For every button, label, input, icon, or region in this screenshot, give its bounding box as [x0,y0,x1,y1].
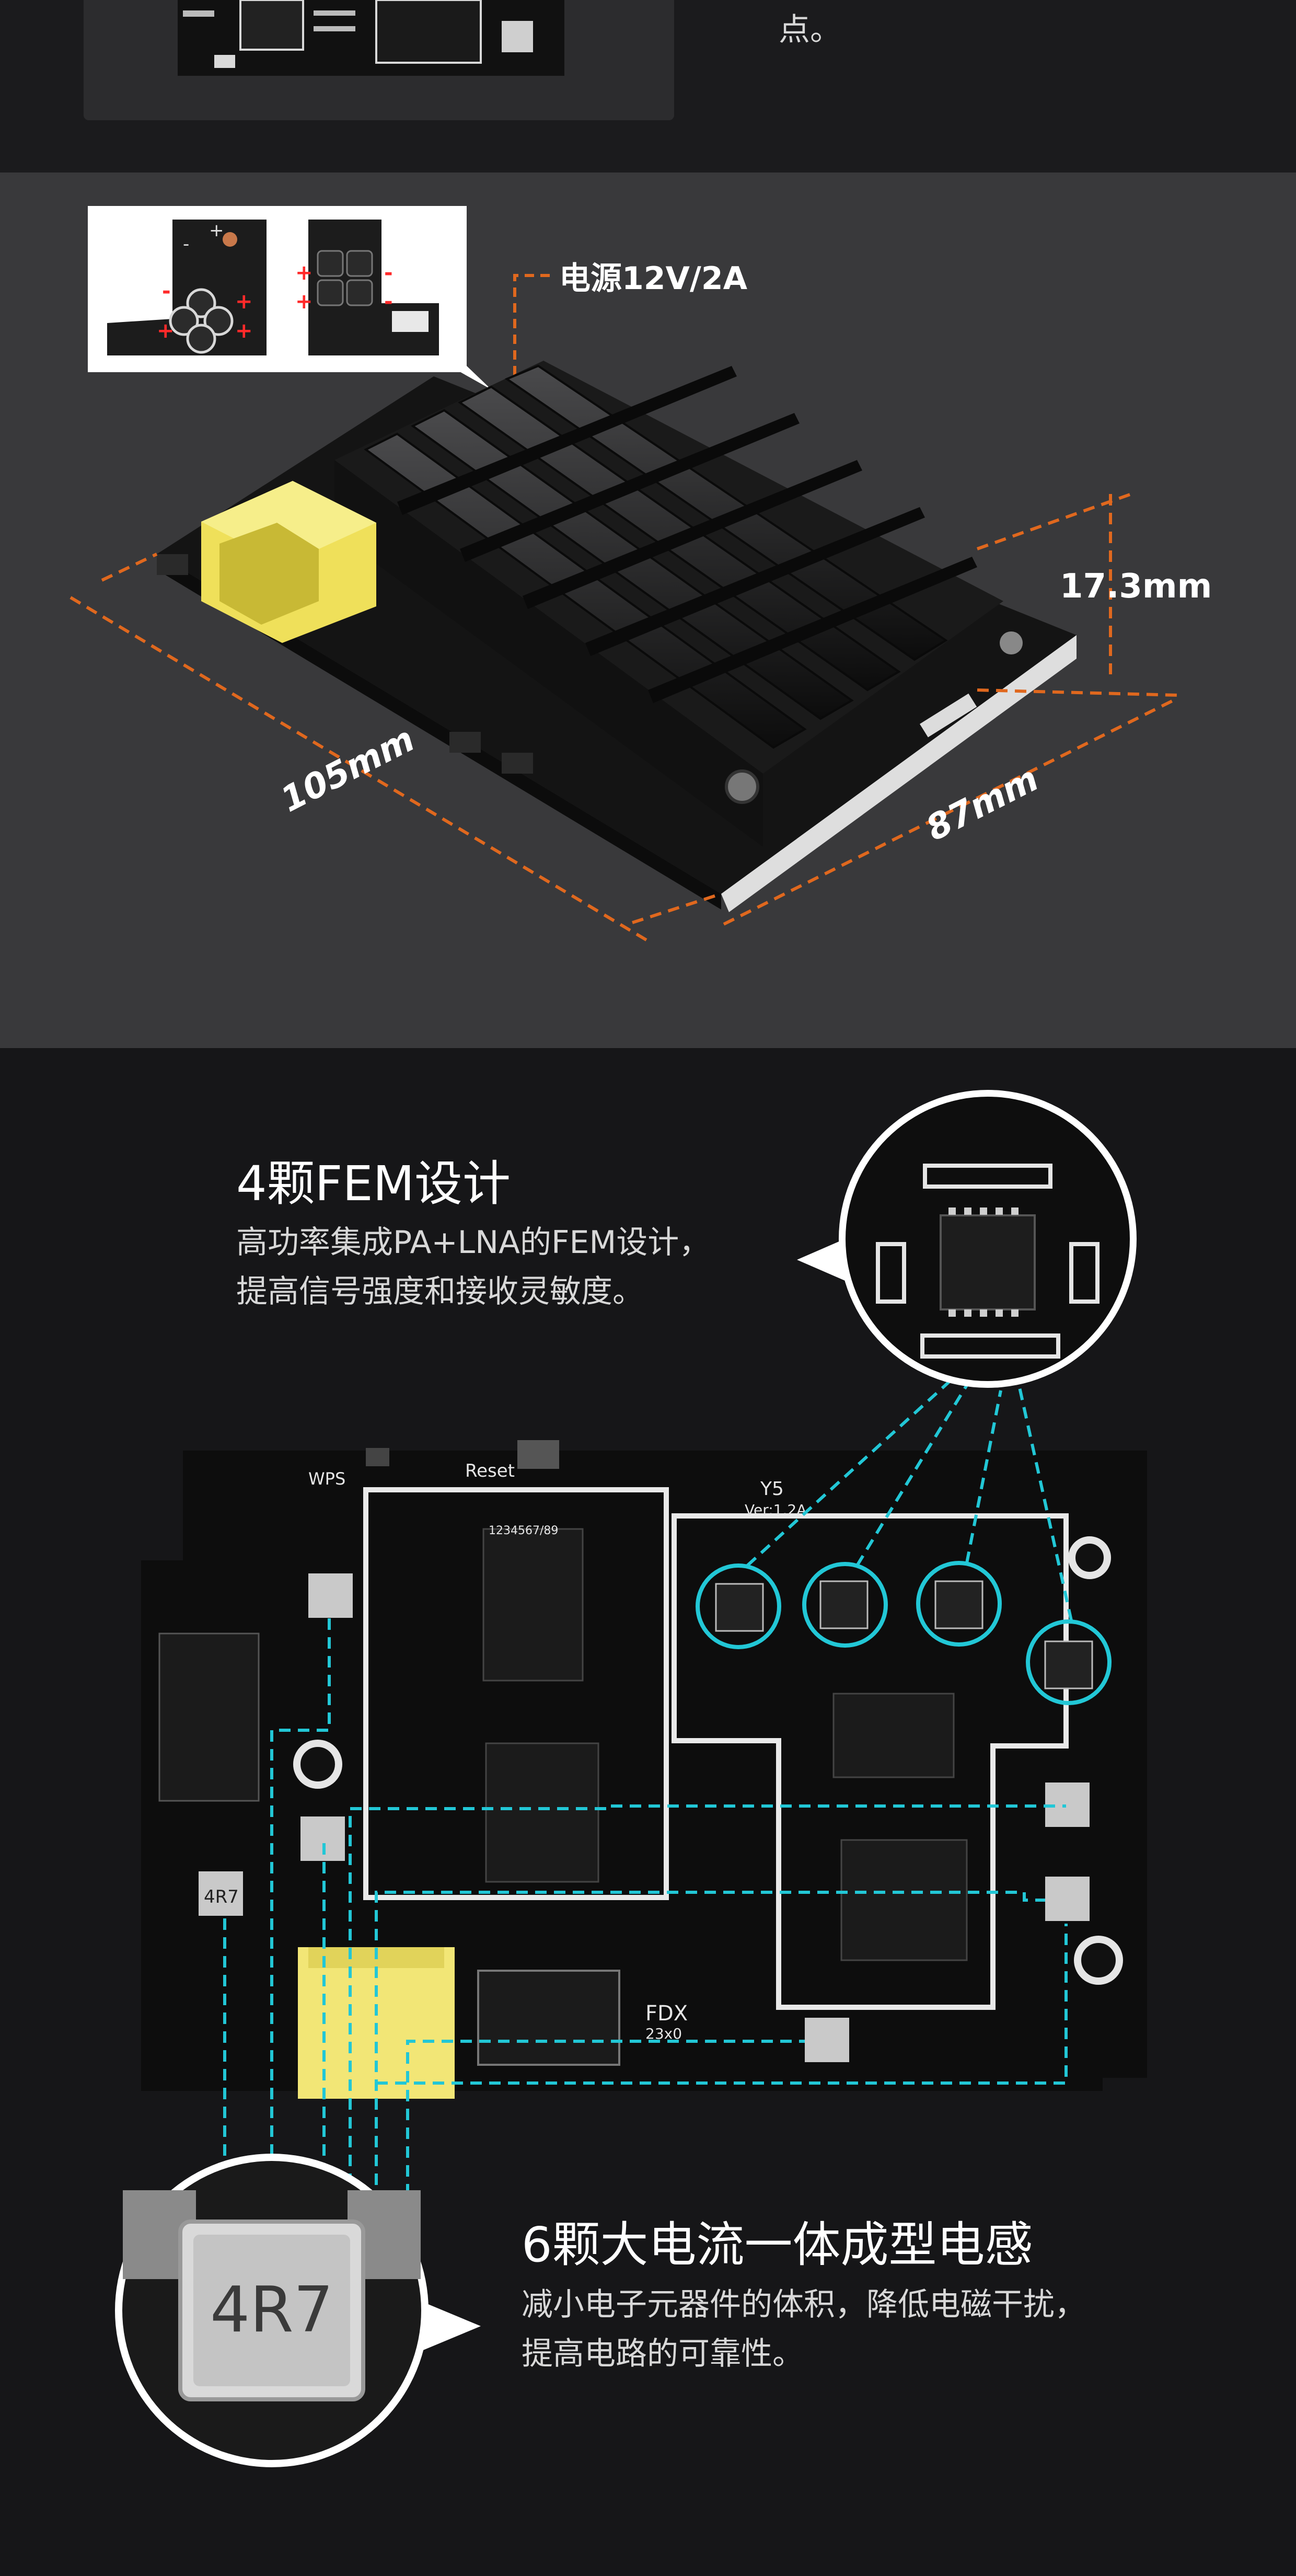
silk-fdx: FDX [645,2002,688,2026]
length-ext-2 [632,892,722,924]
length-ext-1 [101,553,158,582]
fem-leader-lines [746,1378,1073,1621]
sign-minus-small-1: - [183,234,189,255]
inductor-leader-lines [223,1618,1068,2195]
pcb-top-view-photo: WPS Reset Y5 Ver:1.2A FDX 23x0 4R7 12345… [141,1440,1147,2099]
fem-highlight-circles [696,1561,1112,1705]
fem-feature-desc-line1: 高功率集成PA+LNA的FEM设计， [236,1224,711,1261]
top-board-graphic [84,0,674,120]
sign-plus-small-1: + [209,220,224,241]
height-dim-bottom [977,688,1179,697]
top-board-photo [84,0,674,120]
fem-feature-title: 4颗FEM设计 [236,1156,511,1212]
fem-feature-desc-line2: 提高信号强度和接收灵敏度。 [236,1273,644,1310]
silk-inductor-mark: 4R7 [204,1887,239,1907]
sign-plus-5: + [295,290,313,314]
height-dimension-label: 17.3mm [1060,567,1212,606]
sign-minus-2: - [384,261,393,285]
fem-chips [715,1580,1093,1689]
width-dim-line [723,696,1179,926]
inductor-feature-desc-line1: 减小电子元器件的体积，降低电磁干扰， [522,2286,1086,2323]
silk-model: Y5 [760,1478,784,1500]
board-3d-photo [157,361,1077,912]
dimension-lines [70,492,1179,942]
silk-wps: WPS [308,1469,345,1489]
height-dim-top [976,492,1132,550]
silk-reset: Reset [465,1460,515,1481]
connector-inset-photo: - + + + + - + + - - [88,206,491,389]
sign-plus-4: + [295,261,313,285]
inductor-marking: 4R7 [210,2274,333,2347]
fem-zoom-bubble [797,1090,1137,1388]
power-leader-line [513,274,550,376]
inductor-zoom-bubble: 4R7 [115,2154,481,2467]
sign-plus-2: + [157,319,175,343]
inductor-chips [199,1573,1090,2062]
silk-fdx-sub: 23x0 [645,2025,682,2042]
sign-minus-1: - [162,279,171,303]
sign-plus-3: + [235,319,253,343]
power-spec-label: 电源12V/2A [559,260,748,297]
dimension-graphic: - + + + + - + + - - [70,206,1179,942]
silk-version: Ver:1.2A [745,1501,806,1519]
sign-plus-1: + [235,290,253,314]
sign-minus-3: - [384,290,393,314]
silk-chip-code: 1234567/89 [489,1524,558,1537]
inductor-feature-desc-line2: 提高电路的可靠性。 [522,2336,804,2372]
inductor-feature-title: 6颗大电流一体成型电感 [522,2217,1033,2273]
top-note-text: 点。 [779,12,841,48]
